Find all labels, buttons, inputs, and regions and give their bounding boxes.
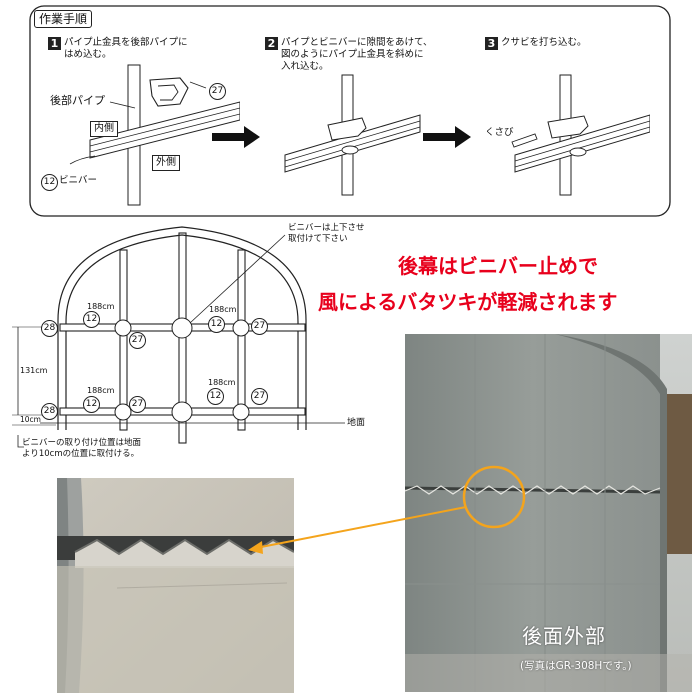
dim-188-upper-right: 188cm	[209, 305, 237, 314]
part-12-ul: 12	[83, 311, 100, 328]
photo-caption-main: 後面外部	[522, 624, 606, 648]
part-27-l1: 27	[129, 396, 146, 413]
part-27-marker: 27	[209, 83, 226, 100]
dim-188-lower-left: 188cm	[87, 386, 115, 395]
pipe-clip-shape	[149, 77, 189, 107]
vinybar-shape	[89, 101, 240, 159]
part-28-upper: 28	[41, 320, 58, 337]
callout-circle	[462, 465, 526, 529]
rear-exterior-photo	[405, 334, 692, 692]
clip-joints	[114, 317, 250, 423]
step-2-illustration	[284, 74, 421, 196]
dim-188-lower-right: 188cm	[208, 378, 236, 387]
outer-side-label: 外側	[152, 155, 180, 171]
step-arrow-2	[423, 126, 471, 148]
dim-10: 10cm	[20, 415, 41, 424]
step-1-illustration	[69, 64, 240, 206]
install-note-bottom: ビニバーの取り付け位置は地面 より10cmの位置に取付ける。	[22, 438, 142, 459]
rear-pipe-label: 後部パイプ	[50, 94, 105, 107]
part-28-lower: 28	[41, 403, 58, 420]
callout-arrow-line	[255, 506, 467, 549]
part-27-u1: 27	[129, 332, 146, 349]
part-12-lr: 12	[207, 388, 224, 405]
step-3-illustration	[511, 74, 650, 196]
step-1-desc: パイプ止金具を後部パイプに はめ込む。	[64, 37, 188, 60]
wedge-label: くさび	[485, 127, 514, 138]
part-27-l2: 27	[251, 388, 268, 405]
step-arrow-1	[212, 126, 260, 148]
part-27-u2: 27	[251, 318, 268, 335]
frame-diagram	[12, 226, 345, 448]
step-1-number: 1	[48, 37, 61, 50]
part-12-ll: 12	[83, 396, 100, 413]
inner-side-label: 内側	[90, 121, 118, 137]
vinybar-note-top: ビニバーは上下させ 取付けて下さい	[288, 223, 365, 244]
callout-arrow-head	[248, 541, 263, 554]
rear-exterior-photo-art	[405, 334, 692, 692]
ground-label: 地面	[347, 418, 366, 428]
step-2-desc: パイプとビニバーに隙間をあけて、 図のようにパイプ止金具を斜めに 入れ込む。	[281, 37, 433, 72]
vinybar-label: ビニバー	[59, 175, 98, 186]
part-12-marker: 12	[41, 174, 58, 191]
step-3-desc: クサビを打ち込む。	[501, 37, 587, 48]
photo-caption-sub: (写真はGR-308Hです。)	[520, 660, 632, 672]
wedge-shape	[511, 133, 538, 148]
headline-line-1: 後幕はビニバー止めで	[398, 254, 598, 278]
closeup-photo-art	[57, 478, 294, 693]
closeup-photo	[57, 478, 294, 693]
part-12-ur: 12	[208, 316, 225, 333]
dim-131: 131cm	[20, 366, 48, 375]
headline-line-2: 風によるバタツキが軽減されます	[318, 290, 618, 314]
step-2-number: 2	[265, 37, 278, 50]
procedure-title: 作業手順	[34, 10, 93, 28]
dim-188-upper-left: 188cm	[87, 302, 115, 311]
step-3-number: 3	[485, 37, 498, 50]
